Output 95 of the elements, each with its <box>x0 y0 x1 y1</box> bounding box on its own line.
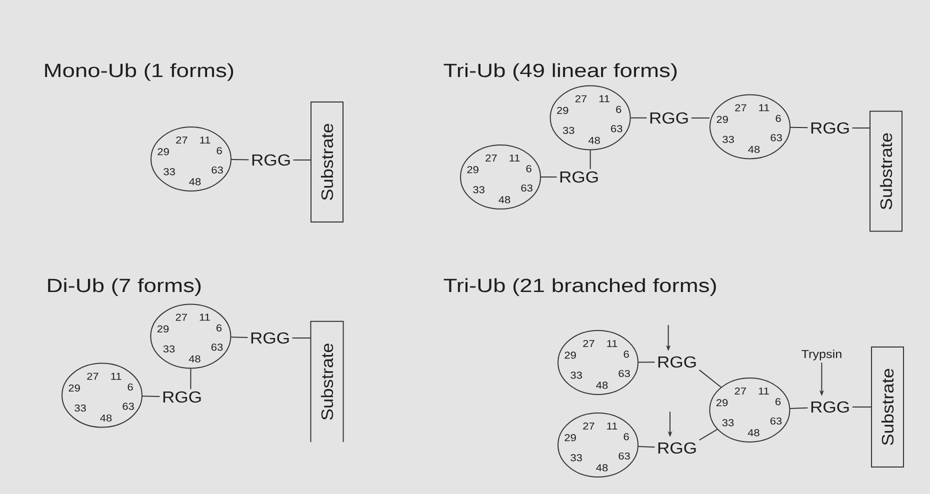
residue-number: 33 <box>164 168 175 176</box>
motif-label: RGG <box>252 154 290 166</box>
connector-line <box>630 117 648 118</box>
residue-number: 6 <box>616 106 622 113</box>
residue-number: 27 <box>735 104 746 112</box>
residue-number: 63 <box>618 370 630 378</box>
residue-number: 48 <box>748 146 760 153</box>
residue-number: 11 <box>759 104 770 112</box>
motif-label: RGG <box>163 391 201 403</box>
residue-number: 29 <box>716 399 728 406</box>
residue-number: 29 <box>467 166 478 174</box>
residue-number: 33 <box>163 345 175 352</box>
residue-number: 63 <box>212 166 223 174</box>
residue-number: 48 <box>498 196 510 204</box>
residue-number: 48 <box>596 382 608 389</box>
residue-number: 6 <box>776 114 781 122</box>
residue-number: 63 <box>211 344 223 351</box>
residue-number: 11 <box>200 314 210 321</box>
residue-number: 63 <box>122 402 134 410</box>
connector-line <box>698 428 718 441</box>
residue-number: 33 <box>570 454 582 462</box>
motif-label: RGG <box>658 442 696 454</box>
motif-label: RGG <box>811 401 849 413</box>
residue-number: 29 <box>564 352 576 359</box>
residue-number: 29 <box>557 106 568 114</box>
residue-number: 63 <box>611 125 622 132</box>
residue-number: 6 <box>624 433 629 440</box>
residue-number: 33 <box>570 372 582 379</box>
connector-line <box>231 159 250 160</box>
residue-number: 29 <box>716 116 728 123</box>
panel-heading: Tri-Ub (49 linear forms) <box>444 63 677 81</box>
residue-number: 27 <box>575 95 587 102</box>
residue-number: 11 <box>111 372 122 380</box>
connector-line <box>790 407 808 409</box>
connector-line <box>230 336 248 338</box>
residue-number: 6 <box>216 324 222 332</box>
connector-line <box>590 150 591 170</box>
residue-number: 33 <box>722 419 734 426</box>
residue-number: 63 <box>770 417 782 425</box>
connector-line <box>852 406 872 408</box>
panel-heading: Mono-Ub (1 forms) <box>45 63 234 81</box>
motif-label: RGG <box>658 356 696 368</box>
residue-number: 27 <box>734 388 746 394</box>
residue-number: 27 <box>176 314 187 321</box>
residue-number: 29 <box>564 434 576 442</box>
residue-number: 6 <box>624 350 629 358</box>
residue-number: 27 <box>486 154 497 162</box>
residue-number: 29 <box>158 148 169 156</box>
residue-number: 48 <box>588 136 600 144</box>
residue-number: 11 <box>758 388 769 394</box>
connector-line <box>638 362 656 363</box>
residue-number: 33 <box>562 126 574 134</box>
residue-number: 6 <box>128 383 133 391</box>
residue-number: 6 <box>776 398 781 406</box>
motif-label: RGG <box>650 112 688 124</box>
residue-number: 48 <box>189 178 201 186</box>
residue-number: 11 <box>607 340 618 347</box>
residue-number: 48 <box>596 464 608 472</box>
substrate-box: Substrate <box>310 320 344 442</box>
residue-number: 29 <box>157 325 169 332</box>
residue-number: 48 <box>748 429 760 436</box>
connector-line <box>638 446 656 448</box>
residue-number: 33 <box>74 404 86 412</box>
residue-number: 11 <box>200 136 210 144</box>
panel-heading: Di-Ub (7 forms) <box>48 278 201 296</box>
residue-number: 63 <box>618 452 630 460</box>
substrate-box: Substrate <box>871 346 904 468</box>
residue-number: 33 <box>473 186 484 194</box>
residue-number: 29 <box>68 384 80 392</box>
residue-number: 27 <box>583 422 594 430</box>
residue-number: 11 <box>510 154 520 162</box>
motif-label: RGG <box>251 332 289 344</box>
residue-number: 48 <box>100 414 112 422</box>
residue-number: 27 <box>583 340 594 347</box>
residue-number: 48 <box>188 355 200 362</box>
substrate-box: Substrate <box>870 110 902 232</box>
connector-line <box>142 396 160 398</box>
motif-label: RGG <box>560 171 598 183</box>
residue-number: 33 <box>722 136 734 143</box>
panel-heading: Tri-Ub (21 branched forms) <box>444 278 716 296</box>
residue-number: 27 <box>176 136 188 144</box>
residue-number: 63 <box>770 134 782 142</box>
enzyme-label: Trypsin <box>802 350 842 360</box>
residue-number: 27 <box>87 372 98 380</box>
residue-number: 11 <box>607 422 618 430</box>
substrate-box: Substrate <box>310 102 344 222</box>
connector-line <box>540 176 558 178</box>
connector-line <box>790 126 808 128</box>
connector-line <box>698 369 722 388</box>
residue-number: 63 <box>521 184 532 192</box>
residue-number: 11 <box>599 95 610 102</box>
connector-line <box>190 368 192 390</box>
motif-label: RGG <box>811 122 849 134</box>
residue-number: 6 <box>526 165 532 172</box>
residue-number: 6 <box>216 147 222 154</box>
